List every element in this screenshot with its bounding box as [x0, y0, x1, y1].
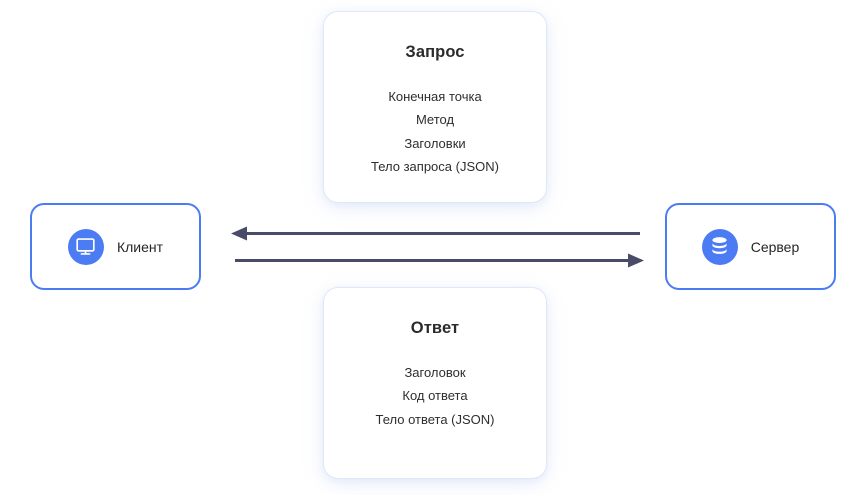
request-card: Запрос Конечная точка Метод Заголовки Те…	[324, 12, 546, 202]
arrow-group	[231, 226, 644, 268]
client-node-label: Клиент	[116, 238, 164, 255]
server-node-label: Сервер	[750, 238, 800, 255]
list-item: Конечная точка	[388, 88, 482, 104]
response-arrow	[231, 226, 640, 241]
response-card-title: Ответ	[410, 319, 460, 337]
list-item: Заголовки	[404, 135, 466, 151]
desktop-monitor-icon	[67, 228, 104, 265]
server-node-content: Сервер	[701, 228, 800, 265]
request-arrow	[235, 253, 644, 268]
request-card-title: Запрос	[405, 43, 465, 61]
request-card-list: Конечная точка Метод Заголовки Тело запр…	[324, 85, 546, 179]
database-icon	[701, 228, 738, 265]
client-node: Клиент	[30, 203, 201, 290]
list-item: Метод	[415, 112, 455, 127]
client-node-content: Клиент	[67, 228, 164, 265]
list-item: Заголовок	[404, 364, 466, 380]
list-item: Тело запроса (JSON)	[371, 159, 499, 174]
list-item: Тело ответа (JSON)	[375, 411, 495, 427]
server-node: Сервер	[665, 203, 836, 290]
response-card-list: Заголовок Код ответа Тело ответа (JSON)	[324, 361, 546, 432]
list-item: Код ответа	[402, 388, 468, 403]
response-card: Ответ Заголовок Код ответа Тело ответа (…	[324, 288, 546, 478]
